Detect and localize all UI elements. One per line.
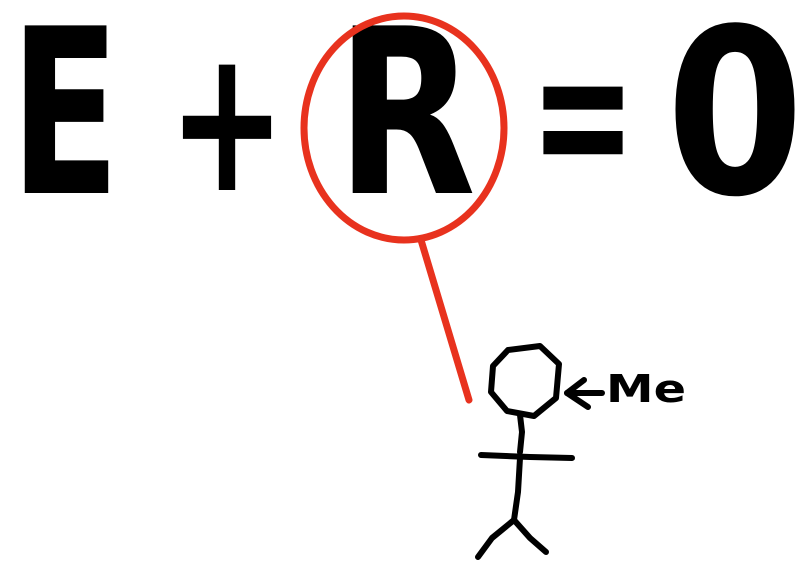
stick-figure-head	[488, 343, 562, 419]
stick-figure-body	[511, 455, 523, 523]
equation-term-e: E	[10, 0, 120, 248]
stick-figure-neck	[517, 412, 525, 455]
equation: E + R = 0	[10, 0, 804, 248]
equation-equals: =	[530, 0, 636, 231]
stick-figure-left-leg	[475, 517, 517, 560]
equation-zero: 0	[666, 0, 804, 248]
highlight-ellipse	[300, 12, 508, 244]
stick-figure-icon	[475, 343, 575, 560]
equation-plus: +	[168, 5, 286, 238]
stick-figure-right-leg	[511, 517, 549, 555]
stick-figure-arms	[478, 452, 575, 461]
equation-term-r: R	[336, 0, 476, 248]
callout-label: Me	[606, 367, 686, 411]
arrow-left-icon	[564, 377, 605, 410]
callout-connector-line	[417, 236, 473, 404]
